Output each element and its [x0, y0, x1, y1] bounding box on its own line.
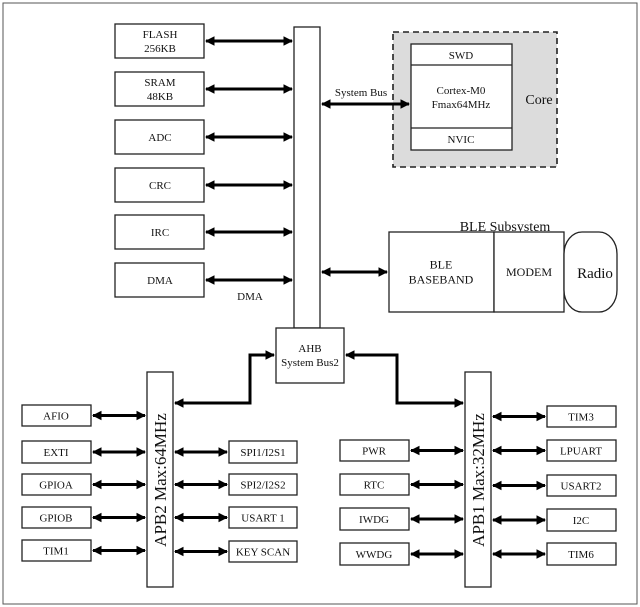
apb1-peripheral — [339, 473, 410, 496]
peripheral-label: EXTI — [43, 447, 68, 459]
apb2-peripheral — [21, 539, 92, 562]
memory-block-label: 256KB — [144, 43, 176, 55]
peripheral-label: TIM1 — [43, 546, 69, 558]
nvic-label: NVIC — [448, 134, 475, 146]
peripheral-label: AFIO — [43, 411, 69, 423]
system-bus-label: System Bus — [335, 87, 387, 99]
apb2-peripheral — [21, 473, 92, 496]
apb1-peripheral — [546, 474, 617, 497]
ahb-label: AHB — [298, 343, 321, 355]
ahb-label: System Bus2 — [281, 357, 339, 369]
memory-block — [114, 214, 205, 250]
peripheral-label: USART2 — [561, 481, 602, 493]
apb2-bus-bar — [146, 371, 174, 588]
peripheral-label: KEY SCAN — [236, 547, 290, 559]
peripheral-label: SPI2/I2S2 — [240, 480, 285, 492]
apb1-bridge-arrow — [345, 350, 464, 408]
modem-label: MODEM — [506, 265, 552, 279]
apb2-peripheral — [21, 506, 92, 529]
peripheral-label: GPIOB — [39, 513, 72, 525]
memory-block — [114, 262, 205, 298]
ble-baseband-block — [388, 231, 495, 313]
radio-label: Radio — [577, 266, 613, 282]
core-label: Core — [525, 93, 552, 108]
memory-block-label: FLASH — [143, 29, 178, 41]
peripheral-label: I2C — [573, 515, 590, 527]
peripheral-label: SPI1/I2S1 — [240, 447, 285, 459]
radio-block — [563, 231, 618, 313]
apb2-peripheral — [228, 473, 298, 496]
peripheral-label: IWDG — [359, 514, 389, 526]
apb2-peripheral — [228, 506, 298, 529]
memory-block — [114, 167, 205, 203]
ble-baseband-label: BLE — [430, 258, 453, 272]
apb2-bridge-arrow — [174, 350, 275, 408]
apb1-peripheral — [546, 405, 617, 428]
apb2-peripheral — [21, 440, 92, 464]
cpu-label: Cortex-M0 — [437, 85, 486, 97]
apb1-label: APB1 Max:32MHz — [469, 413, 488, 547]
apb1-peripheral — [546, 508, 617, 532]
peripheral-label: GPIOA — [39, 480, 73, 492]
memory-block-label: CRC — [149, 180, 171, 192]
memory-block-label: IRC — [151, 227, 169, 239]
apb2-label: APB2 Max:64MHz — [151, 413, 170, 547]
peripheral-label: PWR — [362, 446, 387, 458]
dma-label: DMA — [237, 291, 263, 303]
peripheral-label: WWDG — [356, 549, 393, 561]
ble-subsystem-title: BLE Subsystem — [460, 220, 551, 235]
apb1-peripheral — [339, 542, 410, 566]
apb2-peripheral — [228, 540, 298, 563]
memory-block-label: ADC — [148, 132, 171, 144]
modem-block — [493, 231, 565, 313]
memory-block — [114, 71, 205, 107]
apb1-peripheral — [546, 439, 617, 462]
apb2-peripheral — [21, 404, 92, 427]
cpu-block — [410, 43, 513, 151]
memory-block — [114, 119, 205, 155]
peripheral-label: TIM6 — [568, 549, 594, 561]
peripheral-label: LPUART — [560, 446, 602, 458]
apb1-peripheral — [339, 439, 410, 462]
memory-block-label: 48KB — [147, 91, 173, 103]
ahb-system-bus2-block — [275, 327, 345, 384]
memory-block — [114, 23, 205, 59]
memory-block-label: DMA — [147, 275, 173, 287]
apb1-peripheral — [546, 542, 617, 566]
apb2-peripheral — [228, 440, 298, 464]
apb1-bus-bar — [464, 371, 492, 588]
peripheral-label: USART 1 — [241, 513, 284, 525]
memory-block-label: SRAM — [144, 77, 175, 89]
swd-label: SWD — [449, 50, 474, 62]
cpu-label: Fmax64MHz — [432, 99, 491, 111]
ble-baseband-label: BASEBAND — [409, 273, 474, 287]
ahb-bus-bar — [293, 26, 321, 329]
peripheral-label: RTC — [364, 480, 385, 492]
peripheral-label: TIM3 — [568, 412, 594, 424]
apb1-peripheral — [339, 507, 410, 531]
